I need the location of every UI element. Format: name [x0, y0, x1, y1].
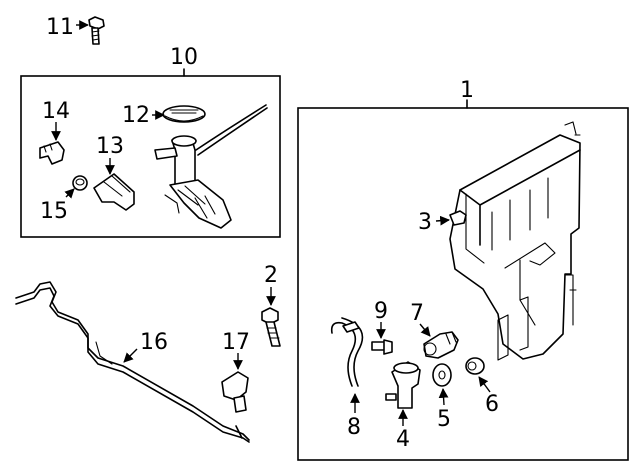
callout-9: 9 [374, 299, 388, 324]
arrow-7 [419, 323, 431, 337]
arrow-5 [438, 388, 449, 406]
part-13-bracket [93, 173, 135, 211]
group-box-1 [297, 107, 629, 461]
callout-15: 15 [40, 199, 68, 224]
part-1-reservoir [449, 121, 581, 361]
part-15-grommet [72, 175, 88, 191]
callout-8: 8 [347, 415, 361, 440]
callout-5: 5 [437, 407, 451, 432]
part-2-bolt [261, 307, 281, 347]
part-10-filler-neck [154, 104, 268, 229]
callout-6: 6 [485, 392, 499, 417]
part-14-hose [39, 141, 65, 165]
part-8-hose [330, 317, 364, 387]
callout-7: 7 [410, 301, 424, 326]
part-9-nozzle [371, 339, 393, 355]
part-7-sensor [423, 331, 459, 359]
callout-12: 12 [122, 103, 150, 128]
callout-14: 14 [42, 99, 70, 124]
part-5-washer [432, 363, 452, 387]
part-12-cap [162, 105, 206, 123]
arrow-6 [478, 376, 491, 393]
callout-16: 16 [140, 330, 168, 355]
part-17-nozzle [221, 371, 249, 413]
callout-13: 13 [96, 134, 124, 159]
part-4-pump [385, 361, 421, 409]
part-16-tube [15, 281, 250, 443]
arrow-15 [64, 188, 75, 199]
callout-3: 3 [418, 210, 432, 235]
group-box-10 [20, 75, 281, 238]
callout-4: 4 [396, 427, 410, 452]
arrow-16 [123, 348, 138, 363]
part-11-bolt [88, 16, 105, 45]
callout-17: 17 [222, 330, 250, 355]
callout-2: 2 [264, 263, 278, 288]
arrow-3 [435, 215, 450, 226]
part-3-grommet [449, 210, 467, 226]
callout-10: 10 [170, 45, 198, 70]
callout-1: 1 [460, 78, 474, 103]
part-6-grommet [465, 357, 485, 375]
callout-11: 11 [46, 15, 74, 40]
